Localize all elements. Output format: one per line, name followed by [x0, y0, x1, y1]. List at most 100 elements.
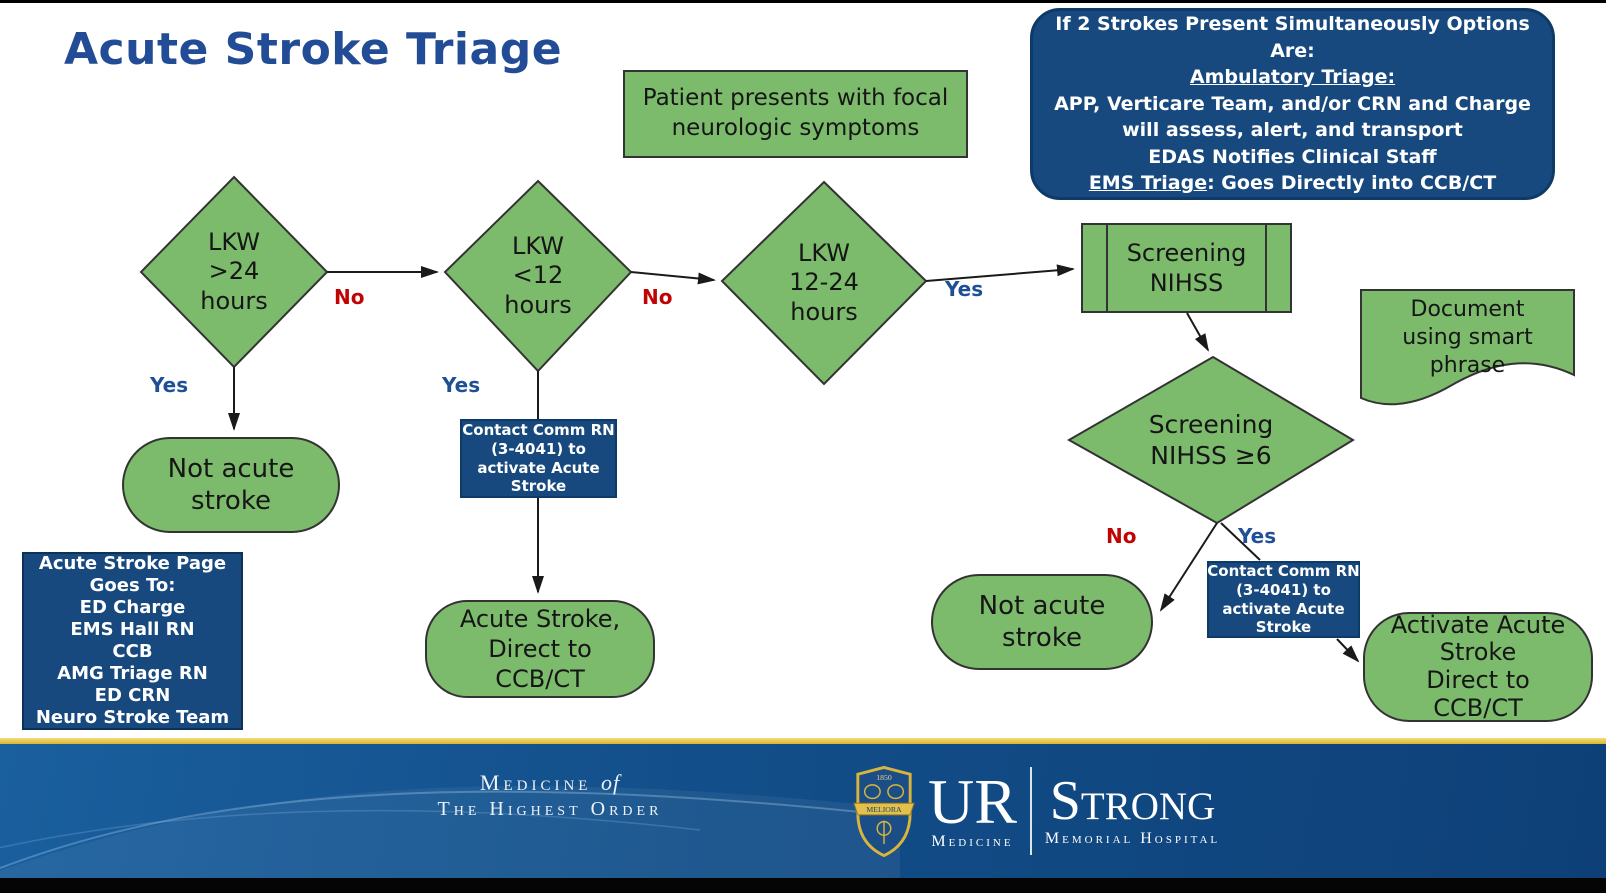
footer-banner [0, 744, 1606, 878]
decision-line: LKW [798, 239, 850, 268]
decision-line: hours [790, 297, 858, 326]
terminal-line: Direct to [1426, 666, 1530, 694]
edge-label-yes-3: Yes [945, 277, 984, 301]
logo-divider-line [1029, 767, 1032, 855]
banner-swoosh-decoration [0, 786, 900, 878]
decision-line: 12-24 [789, 268, 859, 297]
terminal-line: Direct to [488, 635, 592, 663]
decision-line: hours [504, 290, 572, 319]
flowchart-shapes-layer [139, 175, 1575, 525]
terminal-line: Not acute [978, 590, 1106, 621]
process-line: NIHSS [1149, 269, 1224, 297]
ems-triage-underlined: EMS Triage [1088, 172, 1208, 195]
note-line-ambulatory-triage: Ambulatory Triage: [1189, 66, 1396, 89]
process-box-screening-nihss: Screening NIHSS [1081, 223, 1292, 313]
start-box-patient-presents: Patient presents with focal neurologic s… [623, 70, 968, 158]
node-text-line: neurologic symptoms [671, 115, 920, 141]
process-line: Contact Comm RN [462, 421, 615, 439]
decision-line: LKW [512, 232, 564, 261]
ur-crest-logo: 1850 MELIORA [853, 765, 915, 858]
footer-tagline: Medicine of The Highest Order [260, 770, 840, 821]
terminal-line: CCB/CT [495, 665, 585, 693]
tagline-line-1: Medicine of [260, 770, 840, 796]
terminal-line: Not acute [167, 453, 295, 484]
ur-medicine-wordmark: UR Medicine [928, 765, 1017, 851]
ems-triage-rest: : Goes Directly into CCB/CT [1207, 172, 1497, 195]
decision-lkw-12-24-label: LKW 12-24 hours [722, 182, 926, 384]
ur-text: UR [928, 765, 1017, 837]
footer-logo-group: 1850 MELIORA UR Medicine Strong Memorial… [853, 758, 1220, 864]
note-line: Goes To: [89, 575, 176, 597]
note-line: APP, Verticare Team, and/or CRN and Char… [1054, 92, 1531, 115]
edge-label-yes-1: Yes [150, 373, 189, 397]
terminal-line: stroke [1002, 623, 1082, 653]
decision-line: NIHSS ≥6 [1150, 441, 1272, 470]
decision-line: >24 [208, 257, 260, 286]
document-shape-smart-phrase [1360, 289, 1575, 406]
document-smart-phrase-label: Document using smart phrase [1361, 292, 1574, 384]
edge-label-no-2: No [642, 285, 673, 309]
memorial-hospital-text: Memorial Hospital [1044, 830, 1221, 848]
crest-motto-text: MELIORA [866, 805, 902, 814]
note-line: Acute Stroke Page [38, 553, 227, 575]
process-line: activate Acute [1222, 599, 1345, 618]
strong-memorial-wordmark: Strong Memorial Hospital [1044, 769, 1221, 848]
terminal-line: Activate Acute [1390, 610, 1566, 639]
process-line: Screening [1126, 239, 1247, 267]
note-line: Neuro Stroke Team [35, 706, 230, 728]
tagline-line-2: The Highest Order [437, 798, 663, 820]
edge-label-no-1: No [334, 285, 365, 309]
note-line: EMS Hall RN [70, 619, 195, 641]
note-line: ED CRN [94, 684, 171, 706]
terminal-line: Acute Stroke, [459, 605, 621, 633]
decision-diamond-lkw-12-24 [720, 180, 928, 386]
note-line-ems-triage: EMS Triage: Goes Directly into CCB/CT [1089, 170, 1496, 197]
ur-medicine-text: Medicine [931, 833, 1014, 851]
process-line: Contact Comm RN [1207, 562, 1360, 580]
slide-bottom-border [0, 878, 1606, 893]
tagline-of: of [600, 770, 621, 795]
strong-text: Strong [1049, 769, 1216, 832]
edge-label-yes-2: Yes [442, 373, 481, 397]
terminal-line: CCB/CT [1433, 693, 1523, 722]
terminal-line: Stroke [1439, 638, 1517, 667]
terminal-acute-stroke-direct-ccb-ct: Acute Stroke, Direct to CCB/CT [425, 600, 655, 698]
process-line: activate Acute [477, 458, 600, 477]
note-line: CCB [112, 641, 153, 662]
document-line: using smart [1402, 325, 1533, 351]
tagline-medicine: Medicine [479, 770, 592, 795]
decision-lkw-gt24-label: LKW >24 hours [141, 177, 327, 367]
process-contact-comm-rn-middle: Contact Comm RN (3-4041) to activate Acu… [460, 419, 617, 498]
decision-line: hours [200, 286, 268, 315]
terminal-not-acute-stroke-left: Not acute stroke [122, 437, 340, 533]
document-line: phrase [1429, 352, 1506, 378]
decision-line: Screening [1148, 409, 1274, 439]
process-contact-comm-rn-right: Contact Comm RN (3-4041) to activate Acu… [1207, 561, 1360, 638]
decision-line: LKW [208, 228, 260, 257]
note-line: EDAS Notifies Clinical Staff [1148, 145, 1437, 168]
process-line: Stroke [1255, 618, 1312, 637]
page-title: Acute Stroke Triage [64, 24, 563, 75]
note-line: Are: [1270, 39, 1315, 62]
note-line: AMG Triage RN [57, 662, 208, 684]
note-line: will assess, alert, and transport [1122, 119, 1463, 142]
terminal-not-acute-stroke-right: Not acute stroke [931, 574, 1153, 670]
predefined-process-bar-right [1265, 225, 1267, 311]
predefined-process-bar-left [1106, 225, 1108, 311]
crest-year-text: 1850 [876, 773, 892, 782]
decision-line: <12 [512, 261, 564, 290]
footer-gold-divider [0, 738, 1606, 744]
edge-label-yes-4: Yes [1238, 524, 1277, 548]
process-line: (3-4041) to [1236, 580, 1331, 599]
note-box-two-strokes-options: If 2 Strokes Present Simultaneously Opti… [1030, 8, 1555, 200]
decision-screening-nihss-ge6-label: Screening NIHSS ≥6 [1069, 357, 1353, 523]
decision-lkw-lt12-label: LKW <12 hours [445, 181, 631, 371]
note-line: If 2 Strokes Present Simultaneously Opti… [1055, 12, 1530, 35]
slide-top-border [0, 0, 1606, 3]
edge-label-no-4: No [1106, 524, 1137, 548]
note-box-acute-stroke-page: Acute Stroke Page Goes To: ED Charge EMS… [22, 552, 243, 730]
process-line: Stroke [510, 477, 567, 496]
process-line: (3-4041) to [491, 439, 586, 458]
document-line: Document [1410, 297, 1525, 323]
